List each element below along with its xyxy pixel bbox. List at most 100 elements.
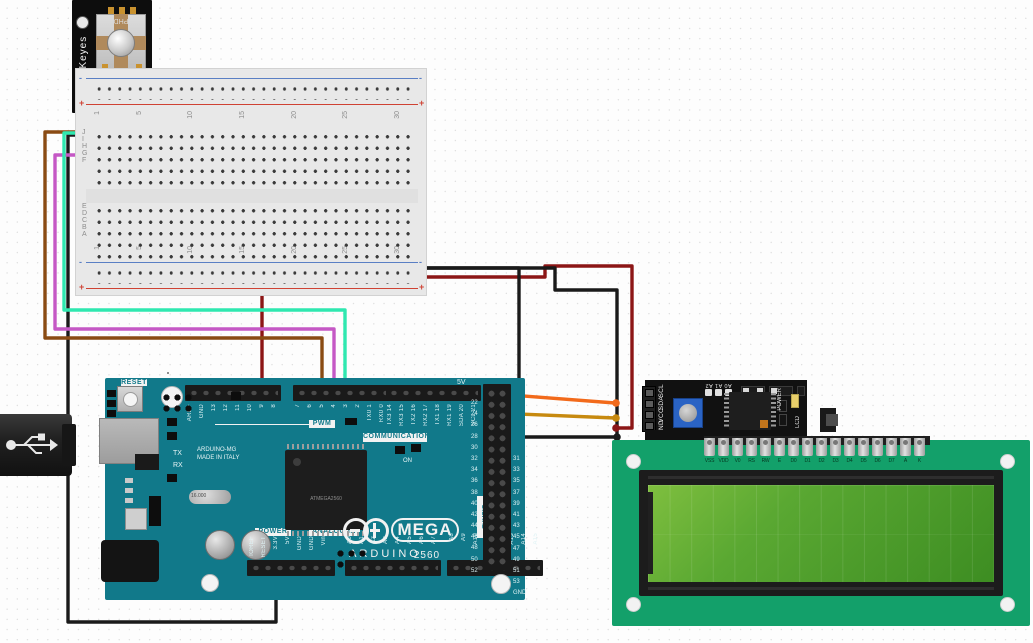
i2c-diode bbox=[760, 420, 768, 428]
arduino-pwm-silk-line bbox=[215, 424, 335, 425]
pin-label-a5: A5 bbox=[407, 536, 413, 544]
lcd-label-e: E bbox=[777, 458, 782, 464]
lcd-pin-row[interactable] bbox=[704, 438, 936, 458]
i2c-potentiometer-dial[interactable] bbox=[679, 404, 697, 422]
arduino-digital-block-sockets[interactable] bbox=[486, 388, 508, 566]
arduino-icsp1-header[interactable] bbox=[161, 392, 195, 414]
arduino-smd-5 bbox=[345, 418, 357, 425]
pin-label-12: 12 bbox=[223, 404, 229, 412]
arduino-analog-a-labels: A0 A1 A2 A3 A4 A5 A6 A7 bbox=[347, 536, 447, 560]
i2c-pin-gnd[interactable] bbox=[645, 422, 654, 430]
lcd-pin-k[interactable] bbox=[914, 438, 925, 456]
arduino-led-2 bbox=[125, 488, 133, 493]
pin-label-a2: A2 bbox=[371, 536, 377, 544]
pin-label-a15: A15 bbox=[533, 533, 539, 545]
wire-gnd-elbow[interactable] bbox=[393, 266, 619, 439]
arduino-communication-sockets[interactable] bbox=[388, 388, 478, 398]
lcd-pin-d6[interactable] bbox=[872, 438, 883, 456]
bb-col-5-top: 5 bbox=[136, 111, 143, 115]
pin-label-50: 50 bbox=[471, 556, 478, 563]
lcd-bezel-line-bottom bbox=[648, 587, 994, 590]
lcd-pin-d7[interactable] bbox=[886, 438, 897, 456]
lcd-label-d0: D0 bbox=[790, 458, 797, 464]
pin-label-36: 36 bbox=[471, 478, 478, 485]
i2c-addr-pad-a0[interactable] bbox=[705, 389, 712, 396]
pin-label-tx1-18: TX1 18 bbox=[435, 404, 441, 426]
arduino-analog-sockets-a[interactable] bbox=[348, 563, 438, 573]
arduino-crystal bbox=[189, 490, 231, 504]
i2c-pin-header[interactable] bbox=[642, 386, 656, 432]
i2c-pin-vcc[interactable] bbox=[645, 411, 654, 419]
i2c-power-led bbox=[791, 394, 799, 408]
lcd-label-vss: VSS bbox=[704, 458, 715, 464]
lcd-pin-vdd[interactable] bbox=[718, 438, 729, 456]
breadboard[interactable]: - + - + - + - + 1 5 10 15 20 25 30 1 5 bbox=[75, 68, 427, 296]
pin-label-13: 13 bbox=[211, 404, 217, 412]
breadboard-power-holes-bottom[interactable] bbox=[94, 267, 412, 284]
breadboard-row-letters-top: J I H G F bbox=[82, 129, 87, 164]
arduino-reset-button-cap[interactable] bbox=[123, 392, 138, 407]
lcd-label-vdd: VDD bbox=[718, 458, 729, 464]
arduino-digital-sockets-mid[interactable] bbox=[296, 388, 386, 398]
i2c-solder-pad-2 bbox=[769, 386, 793, 396]
pin-label-3v3: 3.3V bbox=[273, 536, 279, 550]
arduino-mega-2560-board[interactable]: RESET AREF GND 13 12 11 10 9 8 7 bbox=[99, 372, 543, 600]
pin-label-48: 48 bbox=[471, 545, 478, 552]
pin-label-26: 26 bbox=[471, 422, 478, 429]
lcd-pin-d1[interactable] bbox=[802, 438, 813, 456]
arduino-led-1 bbox=[125, 478, 133, 483]
arduino-5v-silk: 5V bbox=[457, 379, 466, 386]
arduino-model-number: 2560 bbox=[413, 550, 441, 561]
arduino-capacitor-1 bbox=[205, 530, 235, 560]
lcd-pin-e[interactable] bbox=[774, 438, 785, 456]
lcd-pin-d2[interactable] bbox=[816, 438, 827, 456]
i2c-addr-pad-a1[interactable] bbox=[715, 389, 722, 396]
lcd-pin-d0[interactable] bbox=[788, 438, 799, 456]
arduino-atmega2560-chip: ATMEGA2560 bbox=[285, 450, 367, 530]
pin-label-4: 4 bbox=[331, 404, 337, 408]
lcd-label-d7: D7 bbox=[888, 458, 895, 464]
pin-label-37: 37 bbox=[513, 489, 520, 496]
i2c-pin-sda[interactable] bbox=[645, 400, 654, 408]
lcd-pin-v0[interactable] bbox=[732, 438, 743, 456]
arduino-power-pin-labels: IOREF RESET 3.3V 5V GND GND Vin bbox=[249, 536, 339, 560]
pin-label-49: 49 bbox=[513, 556, 520, 563]
pin-label-a9: A9 bbox=[461, 533, 467, 541]
arduino-barrel-jack[interactable] bbox=[101, 540, 159, 582]
arduino-made-in-italy-silk: ARDUINO-MG MADE IN ITALY bbox=[197, 447, 240, 461]
arduino-rx-led-label: RX bbox=[173, 462, 183, 469]
i2c-addr-pad-a2[interactable] bbox=[725, 389, 732, 396]
i2c-jumper-cap[interactable] bbox=[826, 414, 838, 426]
breadboard-row-letters-bottom: E D C B A bbox=[82, 203, 87, 238]
arduino-tx-led-label: TX bbox=[173, 450, 182, 457]
arduino-mcu-leads-bottom bbox=[287, 531, 365, 536]
lcd-pin-d3[interactable] bbox=[830, 438, 841, 456]
i2c-pin-scl[interactable] bbox=[645, 389, 654, 397]
lcd-pin-rw[interactable] bbox=[760, 438, 771, 456]
lcd-pin-d5[interactable] bbox=[858, 438, 869, 456]
bb-col-5-bot: 5 bbox=[136, 246, 143, 250]
lcd-pin-vss[interactable] bbox=[704, 438, 715, 456]
breadboard-main-holes-bottom[interactable] bbox=[94, 205, 412, 260]
i2c-lcd-backpack-module[interactable]: SCL SDA VCC GND A0 A1 A2 POWER LCD bbox=[642, 380, 807, 440]
arduino-power-sockets[interactable] bbox=[250, 563, 332, 573]
breadboard-top-minus-mark-left: - bbox=[79, 73, 82, 83]
pin-label-a3: A3 bbox=[383, 536, 389, 544]
lcd-pin-d4[interactable] bbox=[844, 438, 855, 456]
pin-label-a7: A7 bbox=[431, 536, 437, 544]
lcd-16x2-display[interactable]: VSS VDD V0 RS RW E D0 D1 D2 D3 D4 D5 D6 … bbox=[612, 436, 1030, 626]
encoder-shaft[interactable] bbox=[107, 29, 135, 57]
breadboard-power-holes-top[interactable] bbox=[94, 83, 412, 100]
lcd-pin-a[interactable] bbox=[900, 438, 911, 456]
pin-label-45: 45 bbox=[513, 534, 520, 541]
arduino-smd-4 bbox=[231, 392, 241, 400]
bb-col-15-top: 15 bbox=[239, 111, 246, 119]
breadboard-center-channel bbox=[86, 189, 418, 203]
lcd-pin-rs[interactable] bbox=[746, 438, 757, 456]
bb-row-g: G bbox=[82, 150, 88, 157]
arduino-pin-labels-left: AREF GND 13 12 11 10 9 8 bbox=[187, 404, 287, 430]
breadboard-main-holes-top[interactable] bbox=[94, 131, 412, 186]
breadboard-bottom-minus-mark: - bbox=[419, 257, 422, 267]
pin-label-33: 33 bbox=[513, 467, 520, 474]
lcd-screen[interactable] bbox=[648, 485, 994, 582]
